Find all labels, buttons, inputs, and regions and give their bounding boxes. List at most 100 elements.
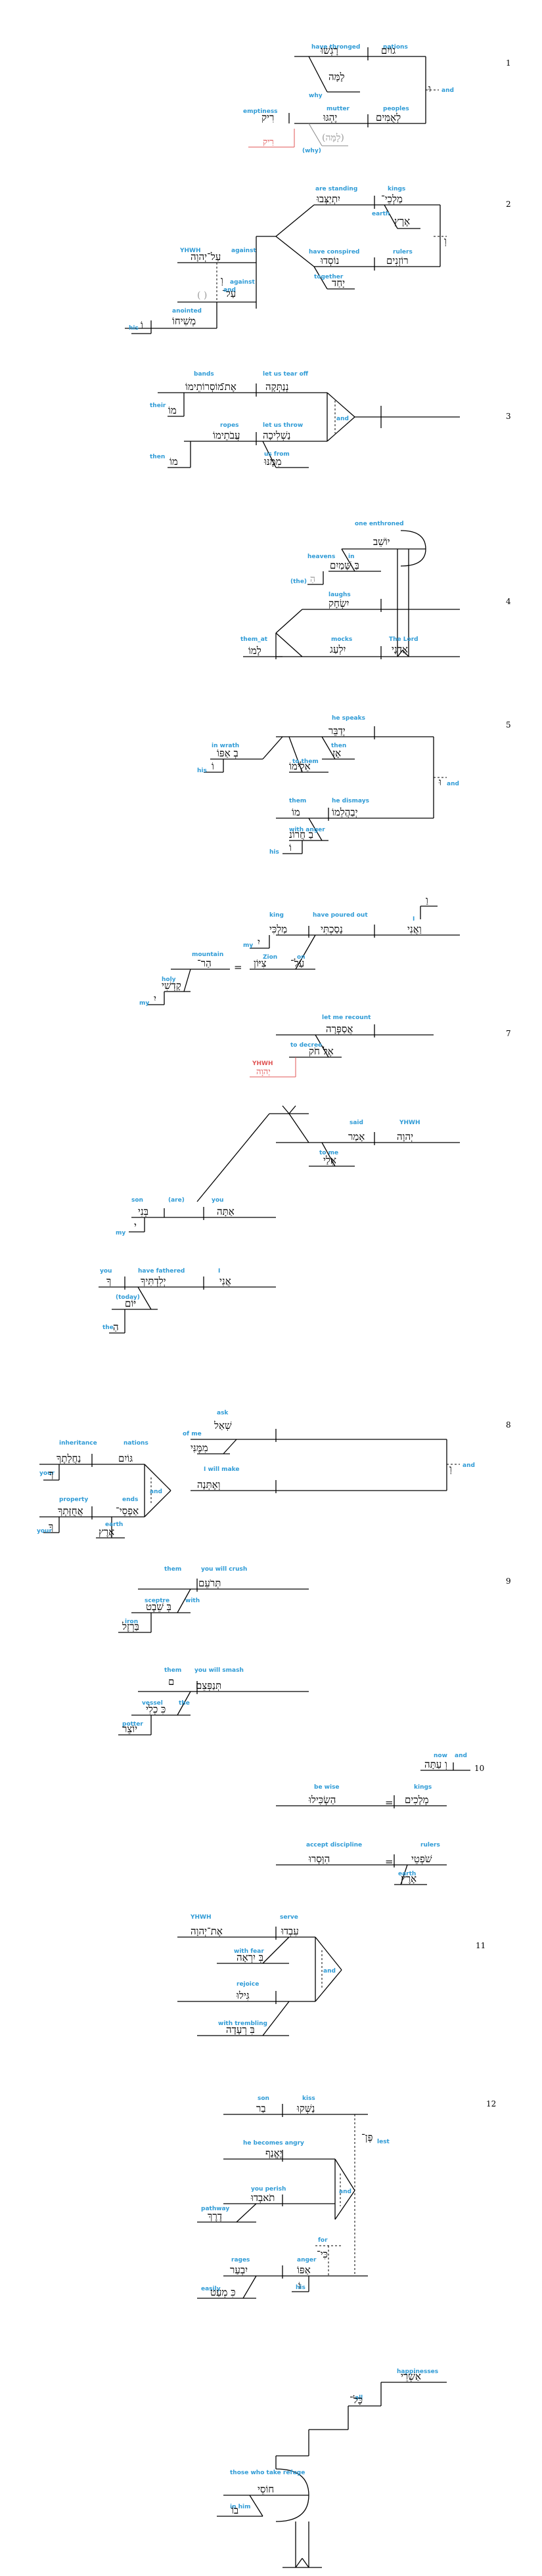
hebrew-word: יִלְעַג <box>330 644 346 655</box>
gloss: heavens <box>307 554 335 560</box>
gloss: on <box>297 954 305 961</box>
gloss: with trembling <box>218 2020 267 2027</box>
gloss: of me <box>183 1431 202 1437</box>
hebrew-word: הִוָּסְרוּ <box>308 1853 330 1865</box>
hebrew-word: בַּרְזֶל <box>122 1621 139 1632</box>
hebrew-word: רָגְשׁוּ <box>320 45 338 56</box>
gloss: and <box>455 1753 467 1759</box>
gloss: ropes <box>220 422 239 429</box>
hebrew-word: יּוֹם <box>125 1298 136 1309</box>
hebrew-word: הַשְׂכִּילוּ <box>308 1794 336 1806</box>
hebrew-word: י <box>134 1220 137 1232</box>
gloss: vessel <box>142 1700 163 1707</box>
gloss: ask <box>217 1410 229 1416</box>
hebrew-word: נוֹסְדוּ <box>320 255 339 267</box>
gloss: kiss <box>302 2095 315 2102</box>
gloss: and <box>223 287 236 294</box>
gloss: YHWH <box>252 1060 273 1067</box>
implied-word: (לָמָּה) <box>322 133 344 143</box>
hebrew-word: יֶהְגּוּ <box>323 112 337 123</box>
gloss: (are) <box>168 1197 185 1204</box>
gloss: the <box>102 1324 114 1331</box>
gloss: king <box>269 912 284 919</box>
hebrew-word: ךָ <box>49 1468 53 1480</box>
gloss: be wise <box>314 1784 340 1791</box>
hebrew-word: בַּ שָּׁמַיִם <box>330 559 359 571</box>
gloss: mocks <box>331 636 352 643</box>
verse-9: 9 them you will crush תְּרֹעֵם sceptre w… <box>118 1566 511 1736</box>
gloss: laughs <box>328 592 351 598</box>
gloss: nations <box>383 44 408 51</box>
gloss: mutter <box>327 106 350 112</box>
gloss: them_at <box>240 636 268 643</box>
hebrew-word: וְ עַתָּה <box>424 1758 447 1770</box>
gloss: iron <box>125 1619 138 1625</box>
gloss: to them <box>292 758 319 765</box>
hebrew-word: לָמָּה <box>328 71 345 83</box>
gloss: and <box>323 1968 336 1975</box>
hebrew-word: בְּנִי <box>138 1206 148 1217</box>
hebrew-word: הַר־ <box>197 957 212 969</box>
gloss: one enthroned <box>355 521 404 527</box>
verse-7: 7 let me recount אֲסַפְּרָה to decree אֶ… <box>99 1015 511 1334</box>
verse-12: 12 son בַר kiss נַשְּׁקוּ פֶּן־ lest he … <box>197 2095 496 2568</box>
gloss: happinesses <box>397 2369 438 2375</box>
gloss: kings <box>388 186 405 192</box>
gloss: pathway <box>201 2206 229 2212</box>
verse-2: 2 kings מַלְכֵי־ are standing יִתְיַצְּב… <box>125 186 511 334</box>
hebrew-word: גּוֹיִם <box>118 1452 133 1464</box>
hebrew-word: מַלְכֵי־ <box>381 193 403 205</box>
gloss: rages <box>231 2257 250 2263</box>
hebrew-word: אֲדֹנָי <box>392 644 408 655</box>
hebrew-word: מְשִׁיחוֹ <box>172 315 196 327</box>
verse-5: 5 he speaks יְדַבֵּר then אָז to them אֵ… <box>197 715 511 856</box>
gloss: his <box>296 2284 305 2291</box>
gloss: he becomes angry <box>243 2140 304 2147</box>
hebrew-word: מִמֶּנִּי <box>191 1442 208 1454</box>
gloss: holy <box>162 976 176 983</box>
gloss: easily <box>201 2286 221 2292</box>
hebrew-word: בְּ יִרְאָה <box>237 1952 263 1963</box>
gloss: you perish <box>251 2186 286 2193</box>
hebrew-word: נַשְׁלִיכָה <box>263 429 290 441</box>
hebrew-word: ךָ <box>106 1275 111 1287</box>
gloss: and <box>336 416 349 422</box>
gloss: have fathered <box>138 1268 185 1275</box>
hebrew-word: מוֹ <box>169 456 178 468</box>
gloss: have conspired <box>309 249 359 255</box>
gloss: you <box>212 1197 223 1204</box>
gloss: your <box>39 1470 55 1477</box>
gloss: Zion <box>263 954 277 961</box>
hebrew-word: יוֹצֵר <box>122 1723 137 1735</box>
verse-number: 3 <box>506 412 511 421</box>
hebrew-word: כִּ מְעַט <box>210 2286 236 2298</box>
hebrew-word: עִבְדוּ <box>281 1925 299 1937</box>
gloss: potter <box>122 1721 143 1728</box>
gloss: you <box>100 1268 112 1275</box>
hebrew-word: גִּילוּ <box>236 1990 250 2001</box>
gloss: nations <box>124 1440 148 1447</box>
verse-number: 11 <box>476 1941 486 1950</box>
hebrew-word: נְנַתְּקָה <box>265 381 289 393</box>
verse-11: 11 YHWH אֶת־יְהוָה serve עִבְדוּ with fe… <box>177 1914 486 2036</box>
verse-4: 4 one enthroned יוֹשֵׁב heavens in בַּ ש… <box>240 521 511 659</box>
gloss: his <box>197 768 207 774</box>
gloss: against <box>230 279 255 286</box>
hebrew-word: וַ <box>426 894 428 906</box>
gloss: son <box>258 2095 269 2102</box>
gloss: in wrath <box>212 743 239 749</box>
gloss: let us throw <box>263 422 303 429</box>
hebrew-word: מִמֶּנּוּ <box>263 456 282 468</box>
hebrew-word: אַשְׁרֵי <box>401 2370 421 2382</box>
gloss: serve <box>280 1914 298 1921</box>
gloss: I <box>218 1268 220 1275</box>
hebrew-word: בִּ רְעָדָה <box>226 2024 255 2036</box>
gloss: them <box>164 1566 181 1573</box>
verse-10: 10 now and וְ עַתָּה kings מְלָכִים = be… <box>276 1753 484 1885</box>
hebrew-word: לָמוֹ <box>248 645 261 657</box>
gloss: The Lord <box>389 636 418 643</box>
gloss: my <box>243 942 253 949</box>
hebrew-word: מוֹ <box>292 806 300 818</box>
gloss: he dismays <box>332 798 369 804</box>
gloss: you will smash <box>194 1667 244 1674</box>
